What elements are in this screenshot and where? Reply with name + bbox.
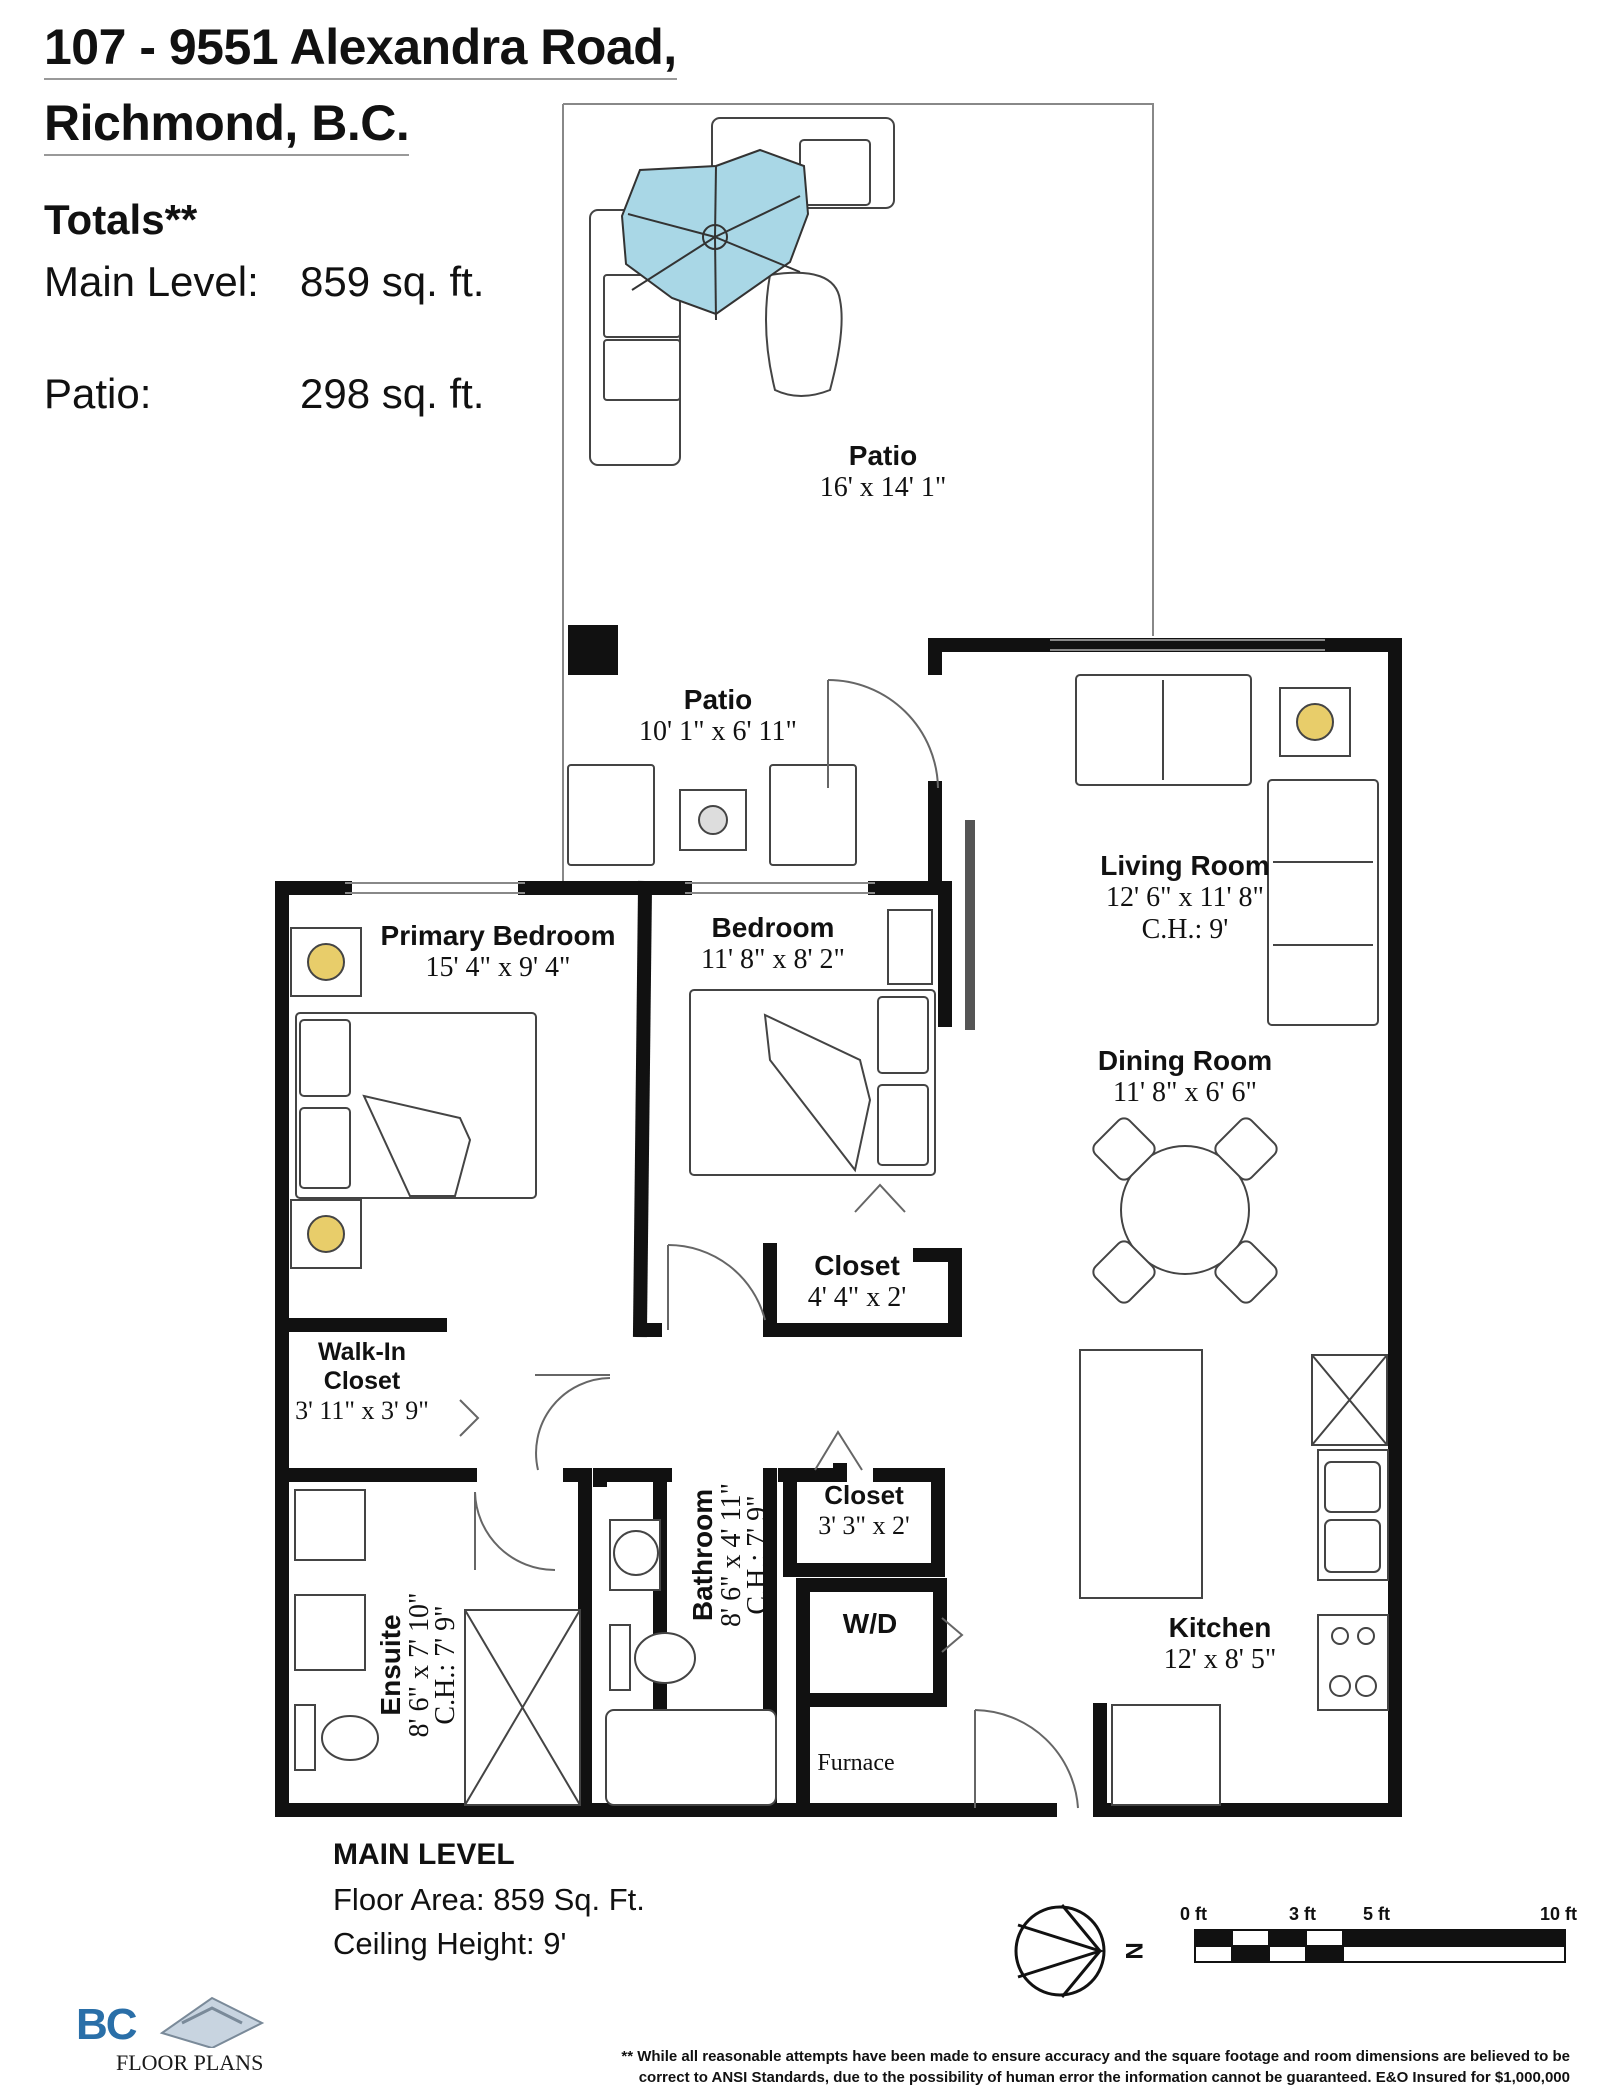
primary-bed <box>295 1012 537 1199</box>
compass-label: N <box>1121 1942 1149 1960</box>
room-wd: W/D <box>842 1608 898 1639</box>
room-name: Patio <box>848 440 918 471</box>
lower-patio-furniture <box>567 764 857 866</box>
ensuite-fixtures <box>294 1489 581 1806</box>
room-dims: 3' 11" x 3' 9" <box>295 1396 429 1425</box>
logo-sub-text: FLOOR PLANS <box>116 2050 264 2075</box>
logo-graphic-icon <box>159 1996 265 2050</box>
room-kitchen: Kitchen 12' x 8' 5" <box>1130 1612 1310 1676</box>
room-walk-in-closet: Walk-In Closet 3' 11" x 3' 9" <box>282 1338 442 1426</box>
totals-patio-label: Patio: <box>44 370 152 417</box>
room-name-line2: Closet <box>323 1367 401 1395</box>
patio-outline <box>563 103 1154 636</box>
room-dims: 10' 1" x 6' 11" <box>639 716 797 747</box>
room-closet-bedroom: Closet 4' 4" x 2' <box>777 1250 937 1314</box>
room-ceiling: C.H.: 7' 9" <box>430 1605 461 1725</box>
room-closet-hall: Closet 3' 3" x 2' <box>800 1480 928 1541</box>
room-name: Kitchen <box>1168 1612 1272 1643</box>
totals-patio-value: 298 sq. ft. <box>300 370 485 417</box>
room-ceiling: C.H.: 9' <box>1141 914 1229 945</box>
room-dims: 16' x 14' 1" <box>819 472 947 503</box>
room-ceiling: C.H.: 7' 9" <box>742 1495 773 1615</box>
room-patio-upper: Patio 16' x 14' 1" <box>783 440 983 504</box>
scale-label-3: 3 ft <box>1289 1904 1316 1924</box>
room-dims: 12' 6" x 11' 8" <box>1106 882 1264 913</box>
main-level-ceiling-height: Ceiling Height: 9' <box>333 1926 567 1961</box>
dresser <box>887 909 933 985</box>
bc-floor-plans-logo: BC FLOOR PLANS <box>72 1978 272 2078</box>
totals-heading: Totals** <box>44 196 198 243</box>
sofas <box>1075 674 1379 1026</box>
disclaimer-line-2: correct to ANSI Standards, due to the po… <box>638 2069 1570 2086</box>
logo-bc-text: BC <box>76 2000 138 2049</box>
doors <box>459 679 1079 1809</box>
scale-label-0: 0 ft <box>1180 1904 1207 1924</box>
room-name: Patio <box>683 684 753 715</box>
scale-bar <box>1194 1929 1566 1963</box>
bathroom-fixtures <box>605 1519 777 1806</box>
room-name: Bathroom <box>687 1488 718 1622</box>
patio-umbrella <box>620 148 810 321</box>
kitchen-fixtures <box>1079 1349 1389 1806</box>
totals-main-label: Main Level: <box>44 258 259 305</box>
tv <box>965 820 975 1030</box>
disclaimer-line-1: ** While all reasonable attempts have be… <box>621 2048 1570 2065</box>
bedroom-bed <box>689 989 936 1176</box>
main-level-floor-area: Floor Area: 859 Sq. Ft. <box>333 1882 645 1917</box>
windows <box>345 639 1325 894</box>
room-name: Bedroom <box>711 912 835 943</box>
address-line-2: Richmond, B.C. <box>44 94 410 156</box>
room-bedroom: Bedroom 11' 8" x 8' 2" <box>673 912 873 976</box>
room-dims: 15' 4" x 9' 4" <box>425 952 571 983</box>
room-dims: 11' 8" x 8' 2" <box>701 944 845 975</box>
compass <box>1014 1904 1106 1998</box>
room-dining: Dining Room 11' 8" x 6' 6" <box>1060 1045 1310 1109</box>
room-patio-lower: Patio 10' 1" x 6' 11" <box>618 684 818 748</box>
room-dims: 12' x 8' 5" <box>1163 1644 1277 1675</box>
room-dims: 11' 8" x 6' 6" <box>1113 1077 1257 1108</box>
room-bathroom: Bathroom 8' 6" x 4' 11" C.H.: 7' 9" <box>687 1445 773 1665</box>
dining-table <box>1092 1117 1278 1304</box>
room-ensuite: Ensuite 8' 6" x 7' 10" C.H.: 7' 9" <box>375 1555 461 1775</box>
main-level-heading: MAIN LEVEL <box>333 1838 515 1871</box>
room-name: Ensuite <box>375 1614 406 1716</box>
room-furnace: Furnace <box>817 1750 895 1776</box>
room-name: Living Room <box>1100 850 1270 881</box>
disclaimer: ** While all reasonable attempts have be… <box>510 2046 1570 2088</box>
walls <box>275 638 1402 1817</box>
address-line-1: 107 - 9551 Alexandra Road, <box>44 18 677 80</box>
scale-label-5: 5 ft <box>1363 1904 1390 1924</box>
room-living: Living Room 12' 6" x 11' 8" C.H.: 9' <box>1060 850 1310 946</box>
room-name: Primary Bedroom <box>380 920 616 951</box>
room-name: Closet <box>814 1250 900 1281</box>
room-name: Closet <box>824 1480 904 1510</box>
room-name-line1: Walk-In <box>318 1338 406 1366</box>
room-primary-bedroom: Primary Bedroom 15' 4" x 9' 4" <box>363 920 633 984</box>
lamps <box>290 687 1351 1269</box>
patio-column <box>568 625 618 675</box>
room-dims: 4' 4" x 2' <box>807 1282 907 1313</box>
room-name: Dining Room <box>1097 1045 1273 1076</box>
scale-label-10: 10 ft <box>1540 1904 1578 1924</box>
totals-main-value: 859 sq. ft. <box>300 258 485 305</box>
room-dims: 3' 3" x 2' <box>818 1511 910 1540</box>
